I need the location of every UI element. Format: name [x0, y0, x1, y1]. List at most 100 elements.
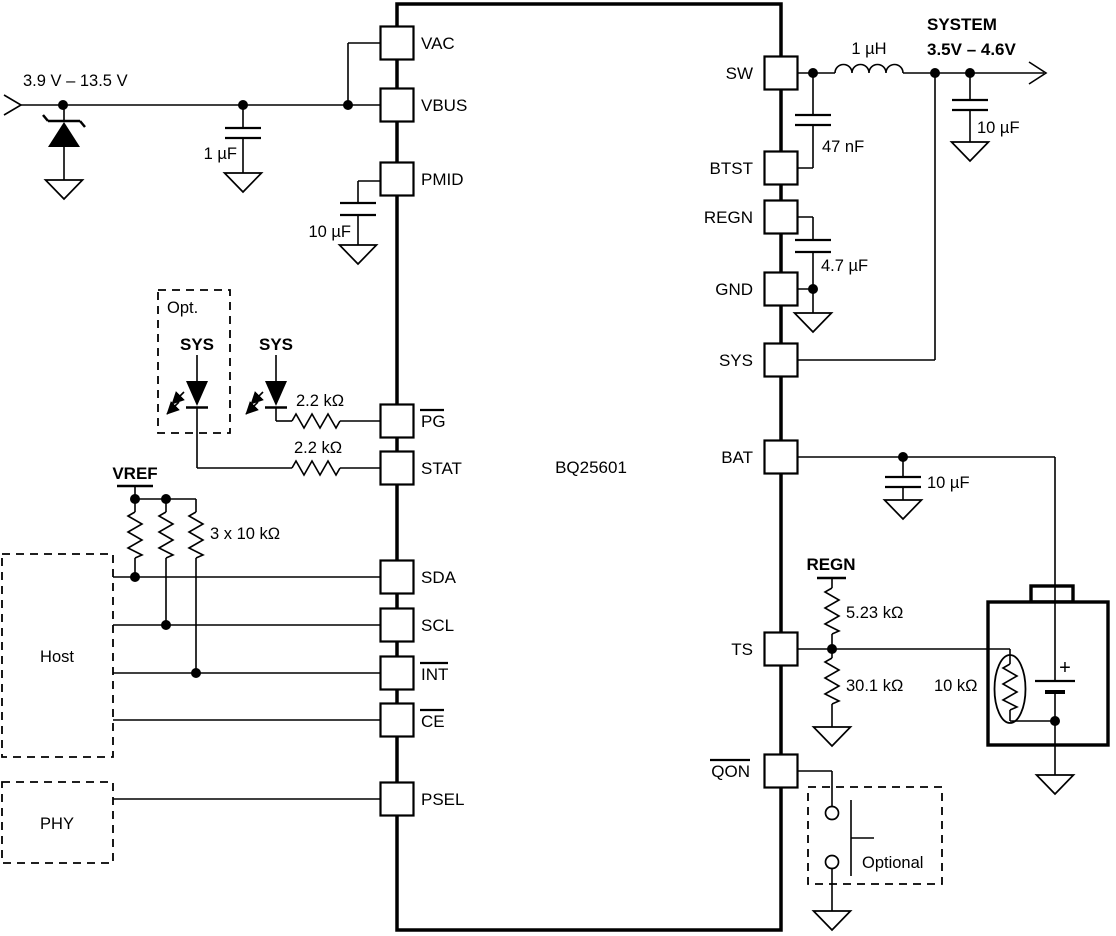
battery-plus-label: + — [1059, 657, 1071, 679]
cap-sys-label: 10 µF — [977, 119, 1020, 137]
pin-labels: VAC VBUS PMID PG STAT SDA SCL INT CE PSE… — [420, 34, 753, 809]
junction-dot — [965, 68, 975, 78]
ground-icon — [949, 141, 991, 163]
optional-box — [807, 786, 943, 885]
pin-label-int: INT — [421, 665, 448, 684]
host-box — [1, 553, 114, 758]
pin-psel — [379, 781, 415, 817]
pin-ts — [763, 631, 799, 667]
pin-label-sys: SYS — [719, 351, 753, 370]
opt-box-label: Opt. — [167, 299, 198, 317]
btst-capacitor-icon — [795, 73, 831, 169]
r-pg-label: 2.2 kΩ — [296, 392, 344, 410]
pin-label-psel: PSEL — [421, 790, 464, 809]
inductor-label: 1 µH — [851, 40, 886, 58]
ntc-thermistor-icon — [993, 649, 1055, 724]
junction-dot — [58, 100, 68, 110]
pin-label-sda: SDA — [421, 568, 457, 587]
ground-icon — [792, 312, 834, 334]
bat-network — [796, 452, 1076, 796]
phy-box-label: PHY — [40, 815, 74, 833]
pin-vac — [379, 25, 415, 61]
system-output-network — [795, 61, 1048, 361]
pin-label-ts: TS — [731, 640, 753, 659]
pin-regn — [763, 199, 799, 235]
pushbutton-switch-icon — [824, 800, 874, 876]
r-ntc-label: 10 kΩ — [934, 677, 978, 695]
regn-rail-label: REGN — [806, 555, 855, 574]
pin-label-btst: BTST — [710, 159, 753, 178]
pin-int — [379, 655, 415, 691]
junction-dot — [808, 284, 818, 294]
pullup-resistor-icon — [157, 511, 175, 559]
output-arrow-icon — [1028, 61, 1048, 85]
pin-boxes — [379, 25, 799, 817]
ground-icon — [811, 726, 853, 748]
led2-icon — [245, 355, 287, 421]
ic-part-number: BQ25601 — [555, 458, 627, 477]
status-led-network — [157, 289, 382, 477]
pin-sda — [379, 559, 415, 595]
pin-label-scl: SCL — [421, 616, 454, 635]
junction-dot — [898, 452, 908, 462]
optional-box-label: Optional — [862, 854, 923, 872]
pin-label-vac: VAC — [421, 34, 455, 53]
r-ts-top-label: 5.23 kΩ — [846, 604, 903, 622]
junction-dot — [238, 100, 248, 110]
led-emission-arrow-icon — [245, 400, 260, 415]
pin-sys — [763, 342, 799, 378]
pin-stat — [379, 450, 415, 486]
pin-label-stat: STAT — [421, 459, 462, 478]
ic-body — [395, 2, 783, 932]
annotation-labels: 3.9 V – 13.5 V 1 µF 10 µF Opt. SYS SYS 2… — [23, 15, 1071, 872]
pullup-resistor-icon — [126, 511, 144, 559]
sys-led2-label: SYS — [259, 335, 293, 354]
junction-dot — [130, 494, 140, 504]
cap-vbus-label: 1 µF — [204, 145, 237, 163]
battery-box — [986, 600, 1110, 747]
r-stat-label: 2.2 kΩ — [294, 439, 342, 457]
bat-capacitor-icon — [882, 457, 924, 521]
host-phy-network — [1, 553, 382, 864]
junction-dot — [343, 100, 353, 110]
r-pullups-label: 3 x 10 kΩ — [210, 525, 280, 543]
input-range-label: 3.9 V – 13.5 V — [23, 72, 128, 90]
resistor-stat-icon — [291, 459, 341, 477]
pin-ce — [379, 702, 415, 738]
led1-icon — [166, 355, 208, 468]
system-label-line2: 3.5V – 4.6V — [927, 40, 1017, 59]
r-ts-bottom-label: 30.1 kΩ — [846, 677, 903, 695]
sys-led1-label: SYS — [180, 335, 214, 354]
pin-label-regn: REGN — [704, 208, 753, 227]
pin-sw — [763, 55, 799, 91]
regn-network — [792, 216, 834, 334]
ground-icon — [1034, 774, 1076, 796]
pin-label-bat: BAT — [721, 448, 753, 467]
pin-gnd — [763, 271, 799, 307]
phy-box — [1, 781, 114, 864]
junction-dot — [808, 68, 818, 78]
pin-label-pg: PG — [421, 412, 446, 431]
pin-pg — [379, 403, 415, 439]
led-emission-arrow-icon — [166, 400, 181, 415]
ground-icon — [811, 910, 853, 932]
pin-pmid — [379, 161, 415, 197]
pin-label-sw: SW — [726, 64, 753, 83]
vref-pullup-network — [117, 484, 205, 678]
ts-network — [796, 576, 1055, 748]
pmid-capacitor-icon — [337, 180, 382, 266]
tvs-diode-icon — [42, 105, 86, 201]
pin-label-ce: CE — [421, 712, 445, 731]
pin-bat — [763, 439, 799, 475]
sys-capacitor-icon — [949, 73, 991, 163]
ground-icon — [882, 499, 924, 521]
junction-dot — [930, 68, 940, 78]
cap-pmid-label: 10 µF — [308, 223, 351, 241]
cap-regn-label: 4.7 µF — [821, 257, 868, 275]
pin-vbus — [379, 87, 415, 123]
ground-icon — [337, 244, 379, 266]
pin-qon — [763, 753, 799, 789]
resistor-pg-icon — [291, 412, 341, 430]
